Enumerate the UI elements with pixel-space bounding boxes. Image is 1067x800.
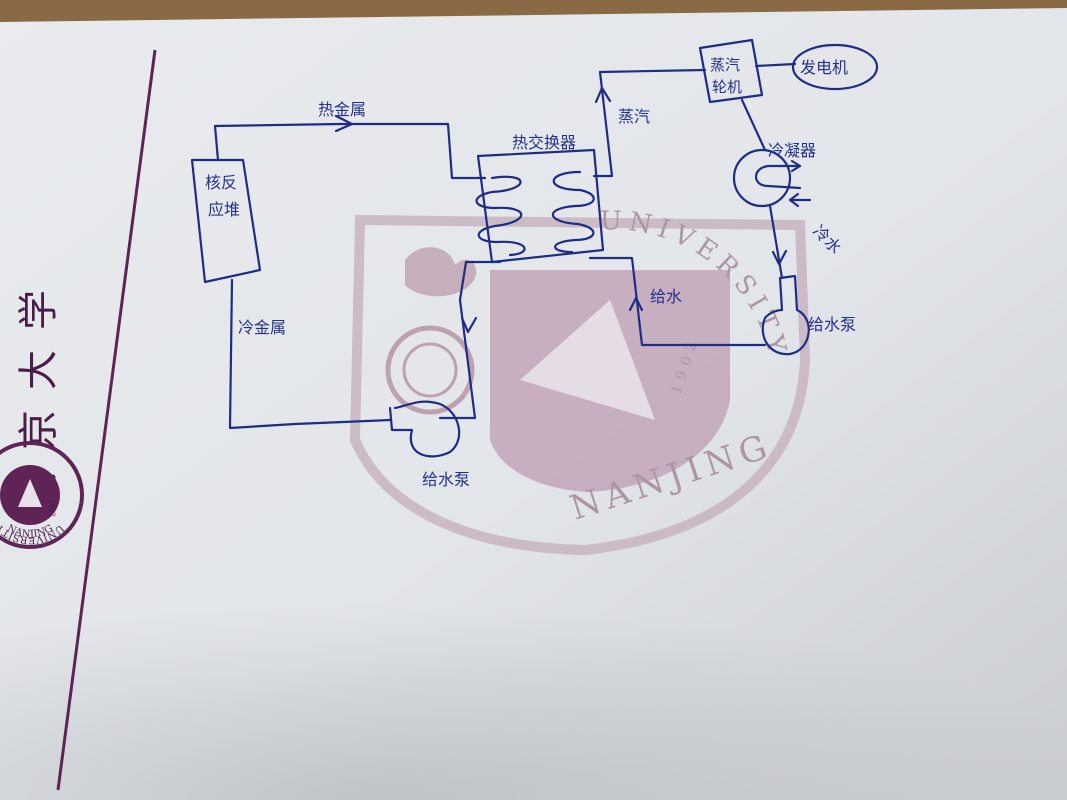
feedwater-arrow (628, 296, 644, 312)
letterhead-rule (56, 49, 157, 791)
reactor-label-line1: 核反 (205, 173, 237, 192)
feedwater-label: 给水 (650, 287, 682, 306)
svg-text:NANJING: NANJING (5, 523, 55, 540)
condensate-pipe (768, 204, 784, 280)
reactor: 核反 应堆 (190, 158, 262, 284)
turbine-label-line2: 轮机 (712, 78, 742, 96)
condenser-label: 冷凝器 (768, 141, 816, 160)
heat-exchanger-coil-left (475, 175, 526, 257)
condenser: 冷凝器 (732, 141, 816, 208)
cold-metal-pipe (228, 278, 392, 430)
pump-right-label: 给水泵 (808, 315, 856, 334)
seal-year: 1902 (48, 499, 56, 517)
heat-exchanger-coil-right (551, 170, 595, 254)
seal-text-bottom: NANJING (5, 523, 55, 540)
hot-metal-pipe (213, 122, 487, 180)
turbine-label-line1: 蒸汽 (710, 56, 740, 74)
hot-metal-arrow (334, 114, 354, 133)
reactor-label-line2: 应堆 (208, 200, 240, 219)
feed-pump-right: 给水泵 (761, 274, 856, 356)
steam-label: 蒸汽 (618, 107, 650, 126)
feed-pump-left: 给水泵 (388, 400, 470, 489)
heat-exchanger: 热交换器 (475, 133, 605, 264)
coolant-return-arrow (460, 316, 478, 334)
pump-left-label: 给水泵 (422, 470, 470, 489)
condensate-arrow (771, 249, 788, 266)
hot-metal-label: 热金属 (318, 100, 366, 119)
paper-shadow (0, 520, 1067, 800)
coolant-return-pipe (438, 260, 502, 420)
exhaust-pipe (740, 98, 767, 152)
heat-exchanger-label: 热交换器 (512, 133, 576, 152)
cold-metal-label: 冷金属 (238, 318, 286, 337)
letterhead-seal: UNIVERSITY NANJING 1902 (0, 441, 84, 549)
generator: 发电机 (791, 43, 879, 91)
steam-arrow (594, 86, 612, 104)
steam-pipe (592, 68, 707, 178)
power-plant-diagram: 核反 应堆 热金属 冷金属 热交换器 蒸汽 蒸汽 轮机 (190, 38, 879, 489)
shaft (754, 62, 797, 68)
generator-label: 发电机 (800, 58, 848, 77)
steam-turbine: 蒸汽 轮机 (698, 38, 764, 104)
